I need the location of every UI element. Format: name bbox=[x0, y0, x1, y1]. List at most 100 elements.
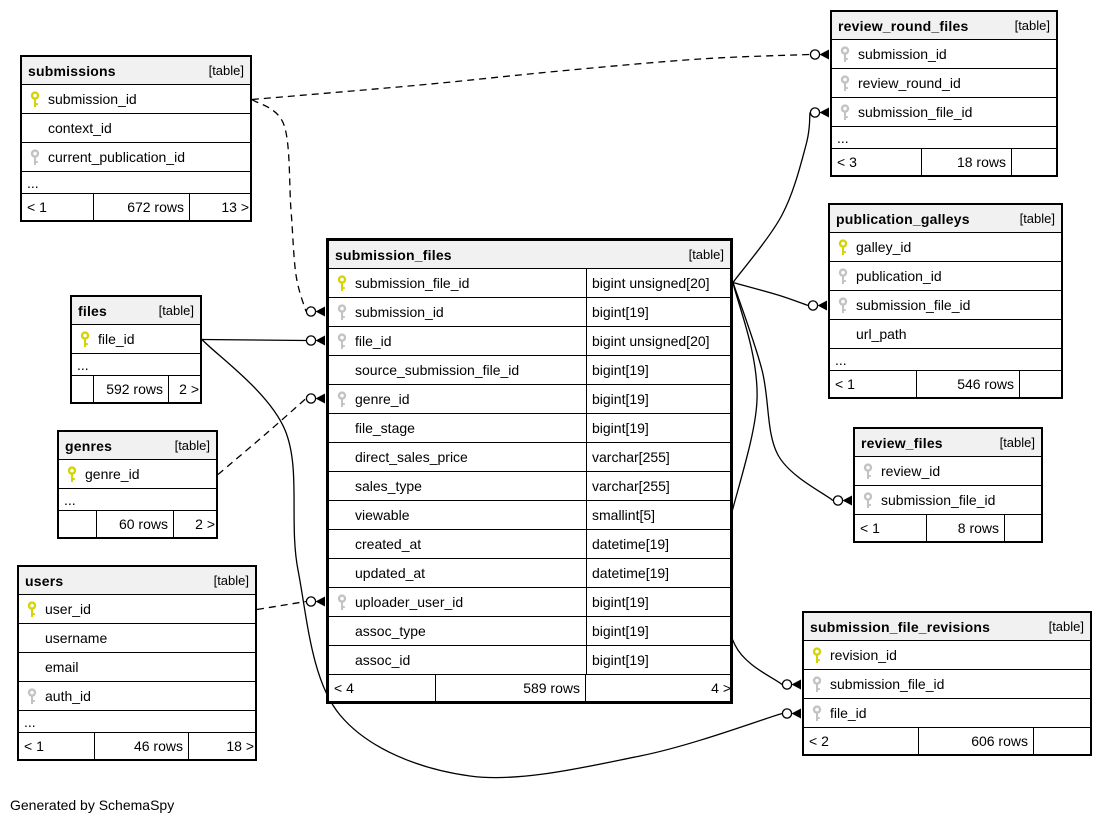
column-row-submission_id: submission_id bbox=[22, 85, 250, 114]
column-name: revision_id bbox=[830, 647, 897, 663]
foreign-key-icon bbox=[840, 103, 850, 120]
edge-circle-terminator bbox=[305, 596, 317, 607]
relationship-edge bbox=[256, 600, 307, 611]
table-header[interactable]: review_round_files[table] bbox=[832, 12, 1056, 40]
relationship-edge bbox=[732, 281, 809, 307]
key-icon-slot bbox=[59, 465, 85, 483]
relationship-edge bbox=[201, 338, 307, 342]
primary-key-icon bbox=[80, 330, 90, 347]
pagination-parents bbox=[59, 511, 97, 537]
pagination-children: 4 > bbox=[711, 680, 731, 696]
table-header[interactable]: publication_galleys[table] bbox=[830, 205, 1061, 233]
row-count: 18 rows bbox=[922, 149, 1012, 175]
column-row-email: email bbox=[19, 653, 255, 682]
table-header[interactable]: submission_files [table] bbox=[329, 241, 730, 269]
column-row-file_id: file_id bbox=[72, 325, 200, 354]
edge-circle-terminator bbox=[809, 49, 821, 60]
column-type: datetime[19] bbox=[586, 559, 669, 587]
edge-arrowhead bbox=[791, 679, 801, 690]
column-name: review_round_id bbox=[858, 75, 961, 91]
pagination-parents: < 1 bbox=[22, 194, 94, 220]
foreign-key-icon bbox=[27, 687, 37, 704]
column-name: sales_type bbox=[355, 478, 422, 494]
edge-arrowhead bbox=[791, 708, 801, 719]
table-header[interactable]: submissions[table] bbox=[22, 57, 250, 85]
table-header[interactable]: review_files[table] bbox=[855, 429, 1041, 457]
key-icon-slot bbox=[830, 238, 856, 256]
key-icon-slot bbox=[22, 148, 48, 166]
foreign-key-icon bbox=[337, 390, 347, 407]
foreign-key-icon bbox=[838, 296, 848, 313]
ellipsis-row: ... bbox=[19, 711, 255, 733]
edge-circle-terminator bbox=[305, 335, 317, 346]
row-count: 589 rows bbox=[436, 675, 586, 701]
table-name: files bbox=[78, 302, 108, 319]
table-header[interactable]: genres [table] bbox=[59, 432, 216, 460]
pagination-parents: < 3 bbox=[832, 149, 922, 175]
primary-key-icon bbox=[67, 465, 77, 482]
table-header[interactable]: files[table] bbox=[72, 297, 200, 325]
row-count: 546 rows bbox=[917, 371, 1020, 397]
edge-arrowhead bbox=[819, 107, 829, 118]
edge-circle-terminator bbox=[832, 495, 844, 506]
primary-key-icon bbox=[838, 238, 848, 255]
column-type: smallint[5] bbox=[586, 501, 655, 529]
relationship-edge bbox=[217, 398, 307, 475]
table-type-badge: [table] bbox=[174, 438, 210, 453]
table-header[interactable]: submission_file_revisions[table] bbox=[804, 613, 1090, 641]
pagination-parents: < 2 bbox=[804, 728, 919, 754]
key-icon-slot bbox=[855, 491, 881, 509]
column-row-revision_id: revision_id bbox=[804, 641, 1090, 670]
pagination-children: 18 > bbox=[226, 738, 254, 754]
column-row-url_path: url_path bbox=[830, 320, 1061, 349]
column-name: auth_id bbox=[45, 688, 91, 704]
column-name: updated_at bbox=[355, 565, 426, 581]
table-name: publication_galleys bbox=[836, 210, 970, 227]
edge-arrowhead bbox=[842, 495, 852, 506]
column-name: assoc_type bbox=[355, 623, 426, 639]
column-name: submission_id bbox=[48, 91, 137, 107]
relationship-edge bbox=[732, 282, 834, 502]
column-name: file_id bbox=[830, 705, 867, 721]
key-icon-slot bbox=[329, 303, 355, 321]
table-name: genres bbox=[65, 437, 113, 454]
column-type: bigint[19] bbox=[586, 588, 649, 616]
column-type: varchar[255] bbox=[586, 472, 670, 500]
table-node-submission_files[interactable]: submission_files[table]submission_file_i… bbox=[326, 238, 733, 704]
table-node-submission_file_revisions[interactable]: submission_file_revisions[table] revision… bbox=[802, 611, 1092, 756]
relationship-edge bbox=[251, 53, 811, 101]
key-icon-slot bbox=[832, 103, 858, 121]
table-name: submission_files bbox=[335, 246, 452, 263]
key-icon-slot bbox=[832, 45, 858, 63]
table-header[interactable]: users[table] bbox=[19, 567, 255, 595]
column-name: submission_id bbox=[858, 46, 947, 62]
column-name: source_submission_file_id bbox=[355, 362, 520, 378]
column-name: email bbox=[45, 659, 79, 675]
column-row-publication_id: publication_id bbox=[830, 262, 1061, 291]
column-name: username bbox=[45, 630, 108, 646]
table-type-badge: [table] bbox=[688, 247, 724, 262]
column-row-genre_id: genre_id bbox=[59, 460, 216, 489]
ellipsis-row: ... bbox=[830, 349, 1061, 371]
column-type: datetime[19] bbox=[586, 530, 669, 558]
column-row-file_id: file_id bbox=[804, 699, 1090, 728]
column-type: bigint[19] bbox=[586, 298, 649, 326]
column-name: direct_sales_price bbox=[355, 449, 468, 465]
key-icon-slot bbox=[804, 646, 830, 664]
